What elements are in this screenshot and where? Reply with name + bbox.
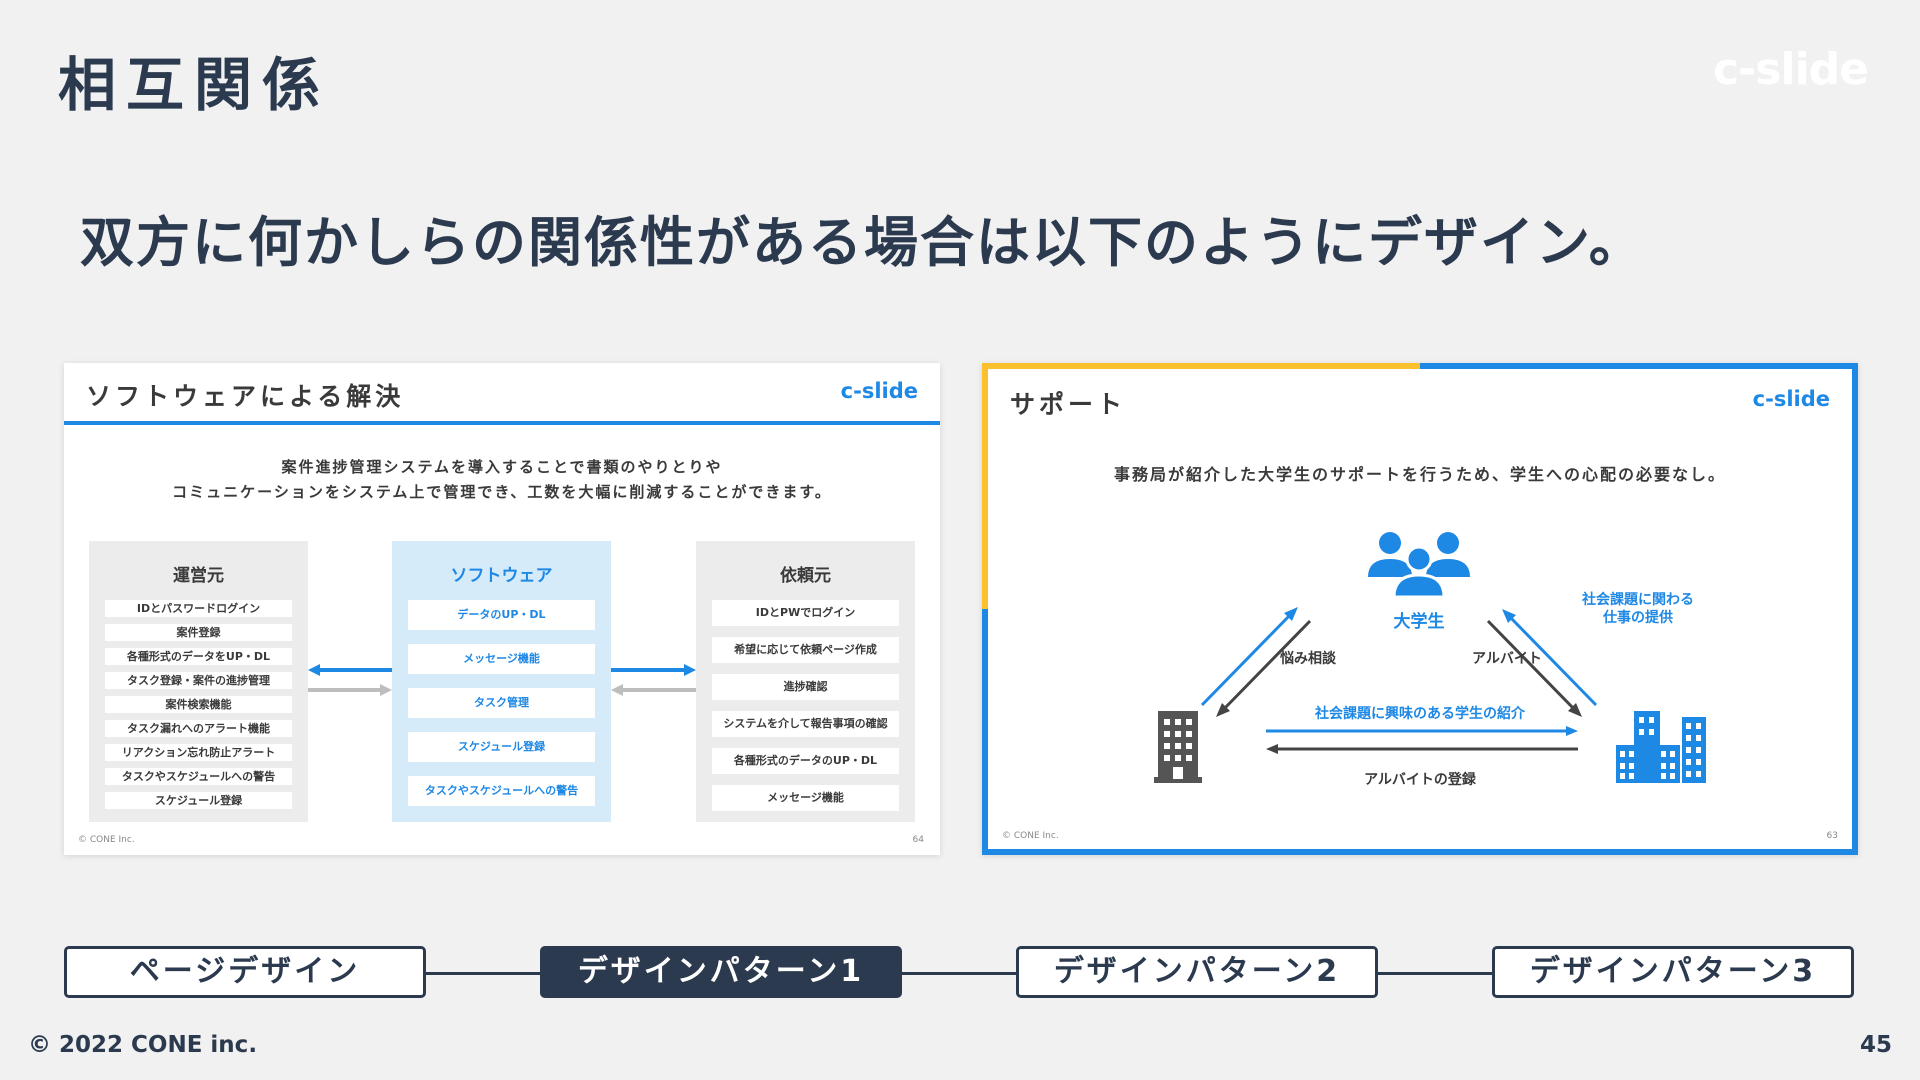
footer-copyright: © 2022 CONE inc.: [28, 1032, 258, 1058]
list-item: メッセージ機能: [712, 785, 899, 811]
office-building-icon: [1154, 711, 1202, 783]
job-offer-label-line: 仕事の提供: [1603, 610, 1673, 626]
list-item: 案件登録: [105, 624, 292, 641]
list-item: 各種形式のデータをUP・DL: [105, 648, 292, 665]
diagonal-arrows: [1200, 607, 1598, 717]
flow-arrows-left: [308, 664, 392, 696]
slide-title: ソフトウェアによる解決: [86, 382, 405, 411]
part-time-label: アルバイト: [1472, 651, 1542, 667]
slide-title: サポート: [1010, 390, 1127, 419]
slide-description: 案件進捗管理システムを導入することで書類のやりとりや コミュニケーションをシステ…: [64, 455, 940, 505]
slide-logo: c-slide: [840, 379, 918, 403]
client-title: 依頼元: [780, 566, 831, 586]
nav-connector: [426, 972, 540, 975]
frame-bottom-blue: [982, 849, 1858, 855]
list-item: システムを介して報告事項の確認: [712, 711, 899, 737]
operator-column: 運営元 IDとパスワードログイン 案件登録 各種形式のデータをUP・DL タスク…: [89, 541, 308, 822]
list-item: リアクション忘れ防止アラート: [105, 744, 292, 761]
list-item: タスクやスケジュールへの警告: [105, 768, 292, 785]
slide-copyright: © CONE Inc.: [78, 835, 135, 845]
frame-right-blue: [1852, 363, 1858, 855]
horizontal-arrows: [1266, 726, 1578, 754]
list-item: 希望に応じて依頼ページ作成: [712, 637, 899, 663]
operator-title: 運営元: [173, 566, 224, 586]
frame-left-yellow: [982, 363, 988, 609]
consultation-label: 悩み相談: [1280, 651, 1336, 667]
city-buildings-icon: [1616, 711, 1706, 783]
slide-page-number: 64: [912, 835, 924, 845]
slide-copyright: © CONE Inc.: [1002, 831, 1059, 841]
description-line: 案件進捗管理システムを導入することで書類のやりとりや: [281, 458, 723, 476]
frame-top-blue: [1420, 363, 1858, 369]
list-item: スケジュール登録: [408, 732, 595, 762]
students-icon: [1368, 532, 1470, 599]
nav-connector: [1378, 972, 1492, 975]
slide-page-number: 63: [1826, 831, 1838, 841]
list-item: タスク漏れへのアラート機能: [105, 720, 292, 737]
list-item: IDとパスワードログイン: [105, 600, 292, 617]
list-item: スケジュール登録: [105, 792, 292, 809]
list-item: 各種形式のデータのUP・DL: [712, 748, 899, 774]
students-label: 大学生: [1393, 612, 1445, 632]
frame-top-yellow: [982, 363, 1420, 369]
flow-arrows-right: [611, 664, 696, 696]
nav-design-pattern-3[interactable]: デザインパターン3: [1492, 946, 1854, 998]
slide-thumbnail-software[interactable]: ソフトウェアによる解決 c-slide 案件進捗管理システムを導入することで書類…: [64, 363, 940, 855]
client-column: 依頼元 IDとPWでログイン 希望に応じて依頼ページ作成 進捗確認 システムを介…: [696, 541, 915, 822]
job-offer-label: 社会課題に関わる 仕事の提供: [1578, 591, 1698, 627]
list-item: メッセージ機能: [408, 644, 595, 674]
slide-logo: c-slide: [1752, 387, 1830, 411]
description-line: コミュニケーションをシステム上で管理でき、工数を大幅に削減することができます。: [172, 483, 832, 501]
slide-thumbnail-support[interactable]: サポート c-slide 事務局が紹介した大学生のサポートを行うため、学生への心…: [982, 363, 1858, 855]
slide-description: 事務局が紹介した大学生のサポートを行うため、学生への心配の必要なし。: [1113, 465, 1726, 484]
job-offer-label-line: 社会課題に関わる: [1582, 592, 1694, 608]
list-item: データのUP・DL: [408, 600, 595, 630]
footer-page-number: 45: [1859, 1032, 1892, 1058]
nav-connector: [902, 972, 1016, 975]
headline: 双方に何かしらの関係性がある場合は以下のようにデザイン。: [80, 211, 1645, 274]
list-item: タスク登録・案件の進捗管理: [105, 672, 292, 689]
list-item: 進捗確認: [712, 674, 899, 700]
page-title: 相互関係: [58, 51, 331, 119]
introduction-label: 社会課題に興味のある学生の紹介: [1315, 706, 1525, 722]
nav-page-design[interactable]: ページデザイン: [64, 946, 426, 998]
registration-label: アルバイトの登録: [1364, 772, 1476, 788]
list-item: IDとPWでログイン: [712, 600, 899, 626]
list-item: タスクやスケジュールへの警告: [408, 776, 595, 806]
frame-left-blue: [982, 609, 988, 855]
software-title: ソフトウェア: [450, 566, 553, 586]
slide-title-underline: [64, 421, 940, 425]
brand-logo: c-slide: [1712, 44, 1869, 95]
nav-design-pattern-1[interactable]: デザインパターン1: [540, 946, 902, 998]
list-item: 案件検索機能: [105, 696, 292, 713]
list-item: タスク管理: [408, 688, 595, 718]
software-column: ソフトウェア データのUP・DL メッセージ機能 タスク管理 スケジュール登録 …: [392, 541, 611, 822]
nav-design-pattern-2[interactable]: デザインパターン2: [1016, 946, 1378, 998]
